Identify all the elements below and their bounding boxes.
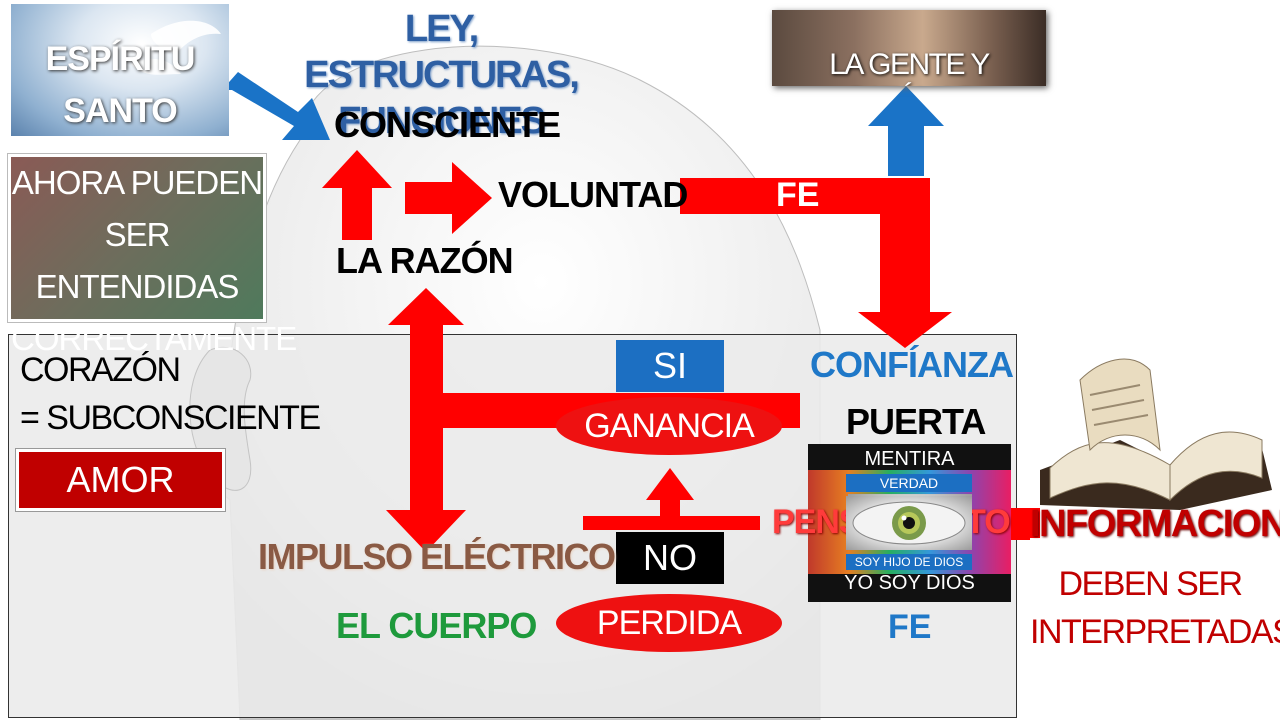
- no-box: NO: [616, 532, 724, 584]
- heart-line2: = SUBCONSCIENTE: [20, 399, 321, 437]
- arrow-info-bar: [1008, 508, 1030, 540]
- conscious-label: CONSCIENTE: [334, 104, 561, 145]
- electric-impulse-label: IMPULSO ELÉCTRICO: [258, 536, 616, 577]
- information-label: INFORMACION: [1030, 503, 1280, 545]
- arrow-thought-line: [583, 516, 760, 530]
- gain-ellipse: GANANCIA: [556, 397, 782, 455]
- heart-label: CORAZÓN = SUBCONSCIENTE: [20, 346, 321, 442]
- reason-label: LA RAZÓN: [336, 240, 514, 281]
- holy-spirit-box: ESPÍRITU SANTO: [11, 4, 229, 136]
- eye-child-bar: SOY HIJO DE DIOS: [846, 554, 972, 570]
- arrow-to-reason: [388, 288, 464, 395]
- yes-box: SI: [616, 340, 724, 392]
- dove-icon: [131, 20, 221, 75]
- understood-line2: SER ENTENDIDAS: [35, 216, 240, 305]
- spirit-line1: ESPÍRITU: [45, 40, 196, 78]
- arrow-to-gain: [646, 468, 694, 516]
- trust-label: CONFÍANZA: [810, 344, 1014, 385]
- title-line2: FUNCIONES: [338, 100, 546, 142]
- understood-line3: CORRECTAMENTE: [11, 320, 297, 357]
- eye-lie-label: MENTIRA: [864, 448, 955, 470]
- love-box: AMOR: [15, 448, 226, 512]
- heart-line1: CORAZÓN: [20, 351, 181, 389]
- arrow-to-people: [868, 86, 944, 176]
- will-label: VOLUNTAD: [498, 174, 688, 215]
- arrow-to-will: [405, 162, 492, 234]
- eye-icon-front: [852, 501, 966, 545]
- faith-top-label: FE: [776, 176, 820, 214]
- body-label: EL CUERPO: [336, 605, 537, 646]
- eye-panel-overlap: [846, 496, 972, 550]
- faith-bottom-label: FE: [888, 608, 932, 646]
- people-label: LA GENTE Y SATÁNAS: [829, 48, 990, 86]
- interpret-line1: DEBEN SER: [1058, 565, 1244, 603]
- understood-line1: AHORA PUEDEN: [11, 164, 263, 201]
- understood-correctly-box: AHORA PUEDEN SER ENTENDIDAS CORRECTAMENT…: [7, 153, 297, 357]
- eye-truth-bar: VERDAD: [846, 474, 972, 492]
- spirit-line2: SANTO: [63, 92, 177, 130]
- people-and-satan-box: LA GENTE Y SATÁNAS: [772, 10, 1046, 86]
- law-structures-title: LEY, ESTRUCTURAS, FUNCIONES: [266, 6, 616, 144]
- interpret-label: DEBEN SER INTERPRETADAS: [1030, 560, 1280, 656]
- door-label: PUERTA: [846, 401, 986, 442]
- arrow-spirit-to-conscious: [222, 72, 330, 140]
- loss-ellipse: PERDIDA: [556, 594, 782, 652]
- eye-god-label: YO SOY DIOS: [844, 572, 975, 594]
- title-line1: LEY, ESTRUCTURAS,: [304, 8, 580, 96]
- arrow-faith-to-door: [680, 178, 952, 348]
- arrow-reason-up: [322, 150, 392, 240]
- interpret-line2: INTERPRETADAS: [1030, 613, 1280, 651]
